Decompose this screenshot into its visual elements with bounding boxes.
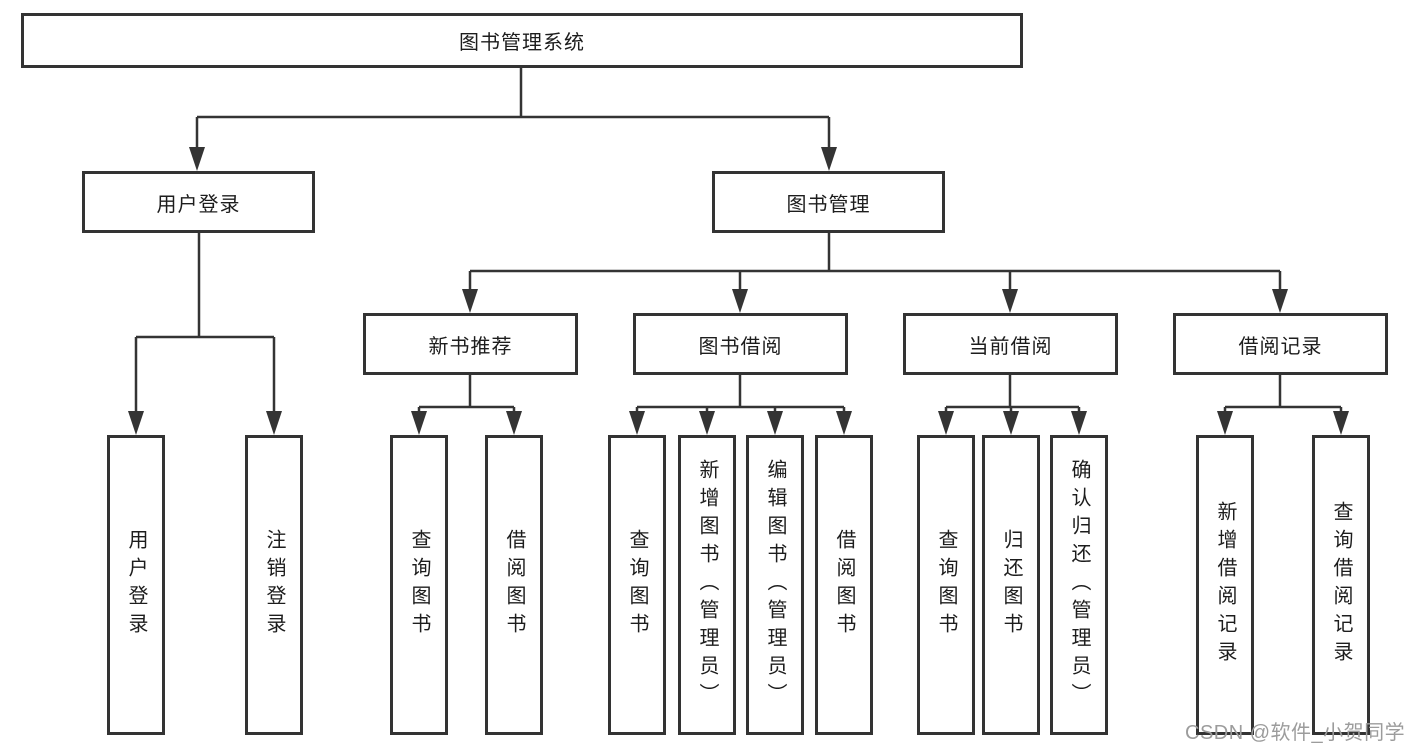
connector-root-split: [195, 68, 831, 152]
arrow-down-icon: [1272, 289, 1288, 313]
arrow-down-icon: [462, 289, 478, 313]
node-new-book-recommendation-label: 新书推荐: [428, 335, 513, 358]
connector-user-login-split: [134, 233, 276, 418]
leaf-query-books-borrowing-label: 查询图书: [626, 529, 648, 641]
leaf-logout-label: 注销登录: [263, 529, 285, 641]
node-borrowing-records: 借阅记录: [1173, 313, 1388, 375]
leaf-user-login-label: 用户登录: [125, 529, 147, 641]
arrow-down-icon: [266, 411, 282, 435]
arrow-down-icon: [1071, 411, 1087, 435]
leaf-query-books-current-label: 查询图书: [935, 529, 957, 641]
node-book-borrowing: 图书借阅: [633, 313, 848, 375]
arrow-down-icon: [732, 289, 748, 313]
connector-borrowing-split: [635, 375, 846, 418]
leaf-edit-books-admin: 编辑图书（管理员）: [746, 435, 804, 735]
csdn-watermark: CSDN @软件_小贺同学: [1185, 722, 1405, 744]
connector-book-mgmt-split: [468, 233, 1282, 295]
arrow-down-icon: [1002, 289, 1018, 313]
arrow-down-icon: [836, 411, 852, 435]
leaf-edit-books-admin-label: 编辑图书（管理员）: [764, 459, 786, 711]
arrowheads: [128, 147, 1349, 435]
leaf-borrow-books: 借阅图书: [815, 435, 873, 735]
arrow-down-icon: [506, 411, 522, 435]
leaf-add-borrow-record-label: 新增借阅记录: [1214, 501, 1236, 669]
node-new-book-recommendation: 新书推荐: [363, 313, 578, 375]
leaf-user-login: 用户登录: [107, 435, 165, 735]
leaf-borrow-books-recommend: 借阅图书: [485, 435, 543, 735]
node-book-management-label: 图书管理: [786, 193, 871, 216]
leaf-confirm-return-admin: 确认归还（管理员）: [1050, 435, 1108, 735]
arrow-down-icon: [821, 147, 837, 171]
node-book-management: 图书管理: [712, 171, 945, 233]
arrow-down-icon: [938, 411, 954, 435]
node-book-borrowing-label: 图书借阅: [698, 335, 783, 358]
arrow-down-icon: [189, 147, 205, 171]
arrow-down-icon: [411, 411, 427, 435]
leaf-query-borrow-record: 查询借阅记录: [1312, 435, 1370, 735]
leaf-borrow-books-recommend-label: 借阅图书: [503, 529, 525, 641]
leaf-query-books-current: 查询图书: [917, 435, 975, 735]
node-root: 图书管理系统: [21, 13, 1023, 68]
leaf-query-books-recommend: 查询图书: [390, 435, 448, 735]
leaf-query-books-borrowing: 查询图书: [608, 435, 666, 735]
leaf-add-books-admin: 新增图书（管理员）: [678, 435, 736, 735]
node-user-login-label: 用户登录: [156, 193, 241, 216]
arrow-down-icon: [699, 411, 715, 435]
node-borrowing-records-label: 借阅记录: [1238, 335, 1323, 358]
node-current-borrowing-label: 当前借阅: [968, 335, 1053, 358]
leaf-query-books-recommend-label: 查询图书: [408, 529, 430, 641]
arrow-down-icon: [1217, 411, 1233, 435]
leaf-return-books-label: 归还图书: [1000, 529, 1022, 641]
arrow-down-icon: [767, 411, 783, 435]
connector-records-split: [1223, 375, 1343, 418]
node-current-borrowing: 当前借阅: [903, 313, 1118, 375]
leaf-return-books: 归还图书: [982, 435, 1040, 735]
leaf-logout: 注销登录: [245, 435, 303, 735]
leaf-add-books-admin-label: 新增图书（管理员）: [696, 459, 718, 711]
leaf-query-borrow-record-label: 查询借阅记录: [1330, 501, 1352, 669]
leaf-add-borrow-record: 新增借阅记录: [1196, 435, 1254, 735]
node-root-label: 图书管理系统: [459, 32, 585, 54]
arrow-down-icon: [629, 411, 645, 435]
leaf-confirm-return-admin-label: 确认归还（管理员）: [1068, 459, 1090, 711]
arrow-down-icon: [128, 411, 144, 435]
connector-recommend-split: [417, 375, 516, 418]
leaf-borrow-books-label: 借阅图书: [833, 529, 855, 641]
arrow-down-icon: [1003, 411, 1019, 435]
arrow-down-icon: [1333, 411, 1349, 435]
node-user-login: 用户登录: [82, 171, 315, 233]
